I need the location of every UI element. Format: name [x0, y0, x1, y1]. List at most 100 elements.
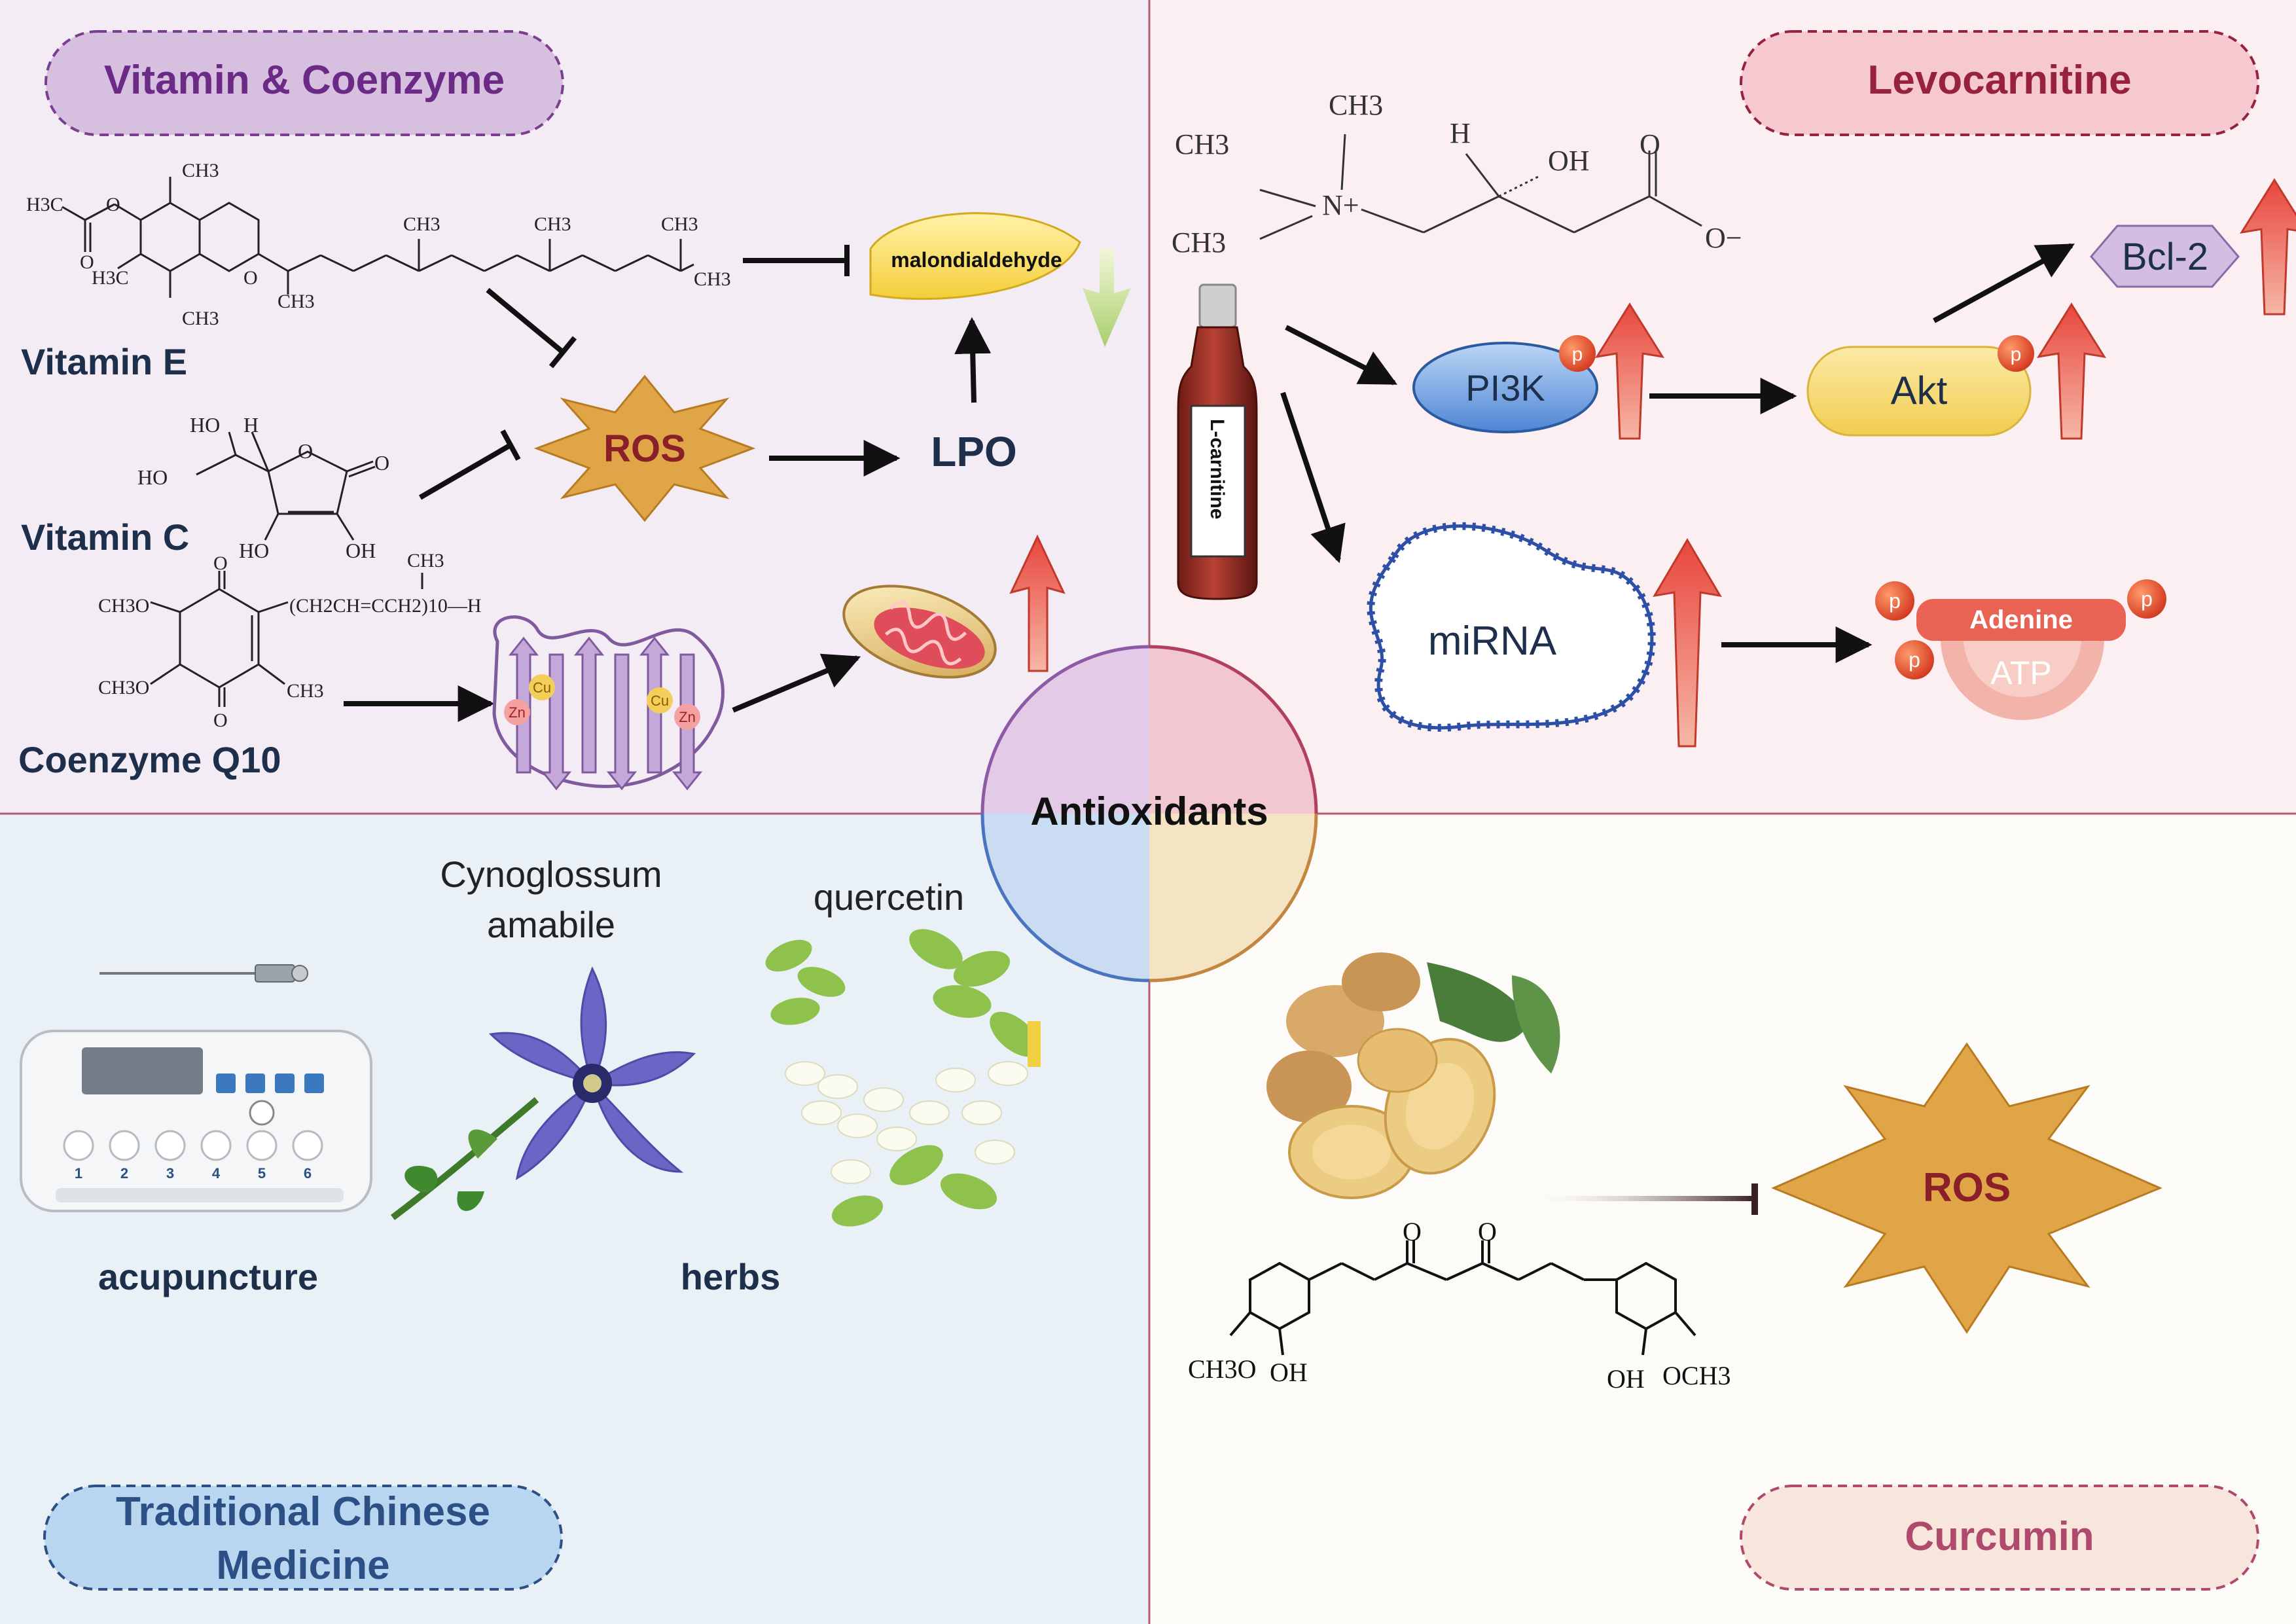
malondialdehyde-shape: [869, 212, 1081, 300]
malondialdehyde-label: malondialdehyde: [891, 248, 1062, 272]
svg-text:1: 1: [75, 1165, 82, 1182]
ros-burst-curcumin: [1771, 1042, 2162, 1334]
svg-text:Cu: Cu: [533, 679, 551, 696]
up-arrow-icon: [2036, 302, 2107, 440]
svg-text:H3C: H3C: [92, 267, 129, 289]
svg-text:CH3: CH3: [407, 550, 444, 571]
svg-text:O: O: [106, 194, 120, 215]
svg-text:CH3: CH3: [1172, 226, 1226, 259]
cynoglossum-label-line1: Cynoglossum: [440, 854, 662, 895]
svg-text:CH3: CH3: [287, 680, 324, 702]
herbs-label: herbs: [681, 1256, 781, 1297]
svg-text:CH3: CH3: [661, 213, 698, 235]
curcumin-title: Curcumin: [1905, 1514, 2094, 1559]
phosphate-icon: [1998, 335, 2034, 372]
svg-text:OCH3: OCH3: [1662, 1361, 1731, 1390]
levocarnitine-title-pill: [1740, 30, 2259, 136]
phosphate-icon: [1559, 335, 1596, 372]
flower-icon: [390, 966, 696, 1220]
svg-text:O: O: [80, 251, 94, 273]
svg-text:HO: HO: [239, 539, 269, 562]
bottle-label: L-carnitine: [1206, 419, 1228, 519]
levocarnitine-title: Levocarnitine: [1867, 58, 2131, 103]
inhibit-icon: [486, 287, 577, 369]
svg-text:OH: OH: [1548, 145, 1590, 177]
ros-label-vitamin: ROS: [603, 427, 686, 470]
phosphate-icon: [1895, 640, 1934, 679]
activation-arrow-icon: [1285, 325, 1397, 386]
atp-label: ATP: [1990, 655, 2052, 691]
bcl2-label: Bcl-2: [2122, 236, 2208, 278]
svg-text:p: p: [2141, 587, 2153, 611]
svg-text:p: p: [1572, 344, 1583, 365]
svg-text:(CH2CH=CCH2)10—H: (CH2CH=CCH2)10—H: [289, 595, 482, 617]
activation-arrow-icon: [1280, 391, 1346, 564]
akt-node: [1806, 346, 2032, 437]
activation-arrow-icon: [954, 317, 992, 403]
pi3k-label: PI3K: [1465, 367, 1545, 408]
svg-text:O: O: [213, 552, 228, 574]
svg-text:p: p: [1889, 589, 1901, 613]
svg-text:OH: OH: [346, 539, 376, 562]
svg-text:Zn: Zn: [679, 709, 696, 725]
levocarnitine-quadrant-bg: [1149, 0, 2296, 814]
svg-text:O: O: [298, 439, 313, 463]
svg-text:CH3: CH3: [534, 213, 571, 235]
svg-text:6: 6: [304, 1165, 312, 1182]
svg-text:OH: OH: [1270, 1358, 1308, 1387]
svg-text:2: 2: [120, 1165, 128, 1182]
levocarnitine-structure: [1259, 134, 1702, 240]
vitamin-c-label: Vitamin C: [21, 516, 189, 558]
bcl2-node: [2090, 225, 2240, 288]
svg-text:O: O: [1478, 1217, 1497, 1246]
activation-arrow-icon: [1933, 243, 2075, 323]
svg-text:CH3O: CH3O: [98, 595, 149, 617]
svg-text:Zn: Zn: [509, 704, 526, 721]
svg-text:O: O: [213, 710, 228, 731]
curcumin-title-pill: [1740, 1485, 2259, 1591]
bottle-icon: L-carnitine: [1177, 283, 1258, 600]
coq10-label: Coenzyme Q10: [18, 739, 281, 780]
levocarnitine-atom-labels: CH3 CH3 N+ CH3 H OH O O−: [1172, 89, 1742, 259]
svg-text:CH3: CH3: [278, 291, 315, 312]
vitamin-title: Vitamin & Coenzyme: [104, 58, 505, 103]
cynoglossum-label-line2: amabile: [487, 904, 615, 945]
needle-icon: [99, 964, 308, 983]
coq10-structure: [150, 571, 423, 707]
inhibit-icon: [1525, 1183, 1758, 1215]
center-circle: [980, 645, 1318, 983]
curcumin-structure: [1229, 1240, 1696, 1356]
akt-label: Akt: [1891, 369, 1948, 412]
up-arrow-icon: [2239, 178, 2296, 316]
vitamin-e-label: Vitamin E: [21, 341, 187, 382]
center-label: Antioxidants: [1030, 789, 1268, 833]
up-arrow-icon: [1594, 302, 1665, 440]
leaf-cluster-icon: [765, 929, 1041, 1227]
vitamin-e-structure: [62, 177, 694, 298]
svg-text:CH3: CH3: [694, 268, 731, 290]
phosphate-icon: [1875, 581, 1914, 621]
svg-text:H: H: [1450, 117, 1471, 149]
coq10-atom-labels: O CH3 CH3O (CH2CH=CCH2)10—H CH3O CH3 O: [98, 550, 482, 731]
vitamin-e-atom-labels: H3C O O CH3 H3C CH3 O CH3 CH3 CH3 CH3 CH…: [26, 160, 731, 329]
svg-text:p: p: [1909, 648, 1920, 672]
svg-text:HO: HO: [190, 413, 220, 437]
protein-sheet-icon: Cu Zn Cu Zn: [492, 615, 725, 791]
acupuncture-device-icon: 1 2 3 4 5 6: [20, 1030, 372, 1212]
svg-text:CH3: CH3: [403, 213, 440, 235]
svg-text:O: O: [374, 451, 389, 475]
svg-text:3: 3: [166, 1165, 174, 1182]
phosphate-icon: [2127, 579, 2166, 619]
svg-text:4: 4: [212, 1165, 221, 1182]
mitochondrion-icon: [842, 585, 997, 679]
svg-text:HO: HO: [137, 465, 168, 489]
ginger-root-icon: [1266, 952, 1560, 1199]
vitamin-c-atom-labels: HO H HO O O HO OH: [137, 413, 389, 562]
ros-burst-vitamin: [533, 374, 756, 522]
down-arrow-icon: [1083, 249, 1131, 347]
vitamin-c-structure: [196, 431, 376, 541]
quercetin-label: quercetin: [814, 876, 964, 918]
mirna-label: miRNA: [1428, 619, 1557, 664]
